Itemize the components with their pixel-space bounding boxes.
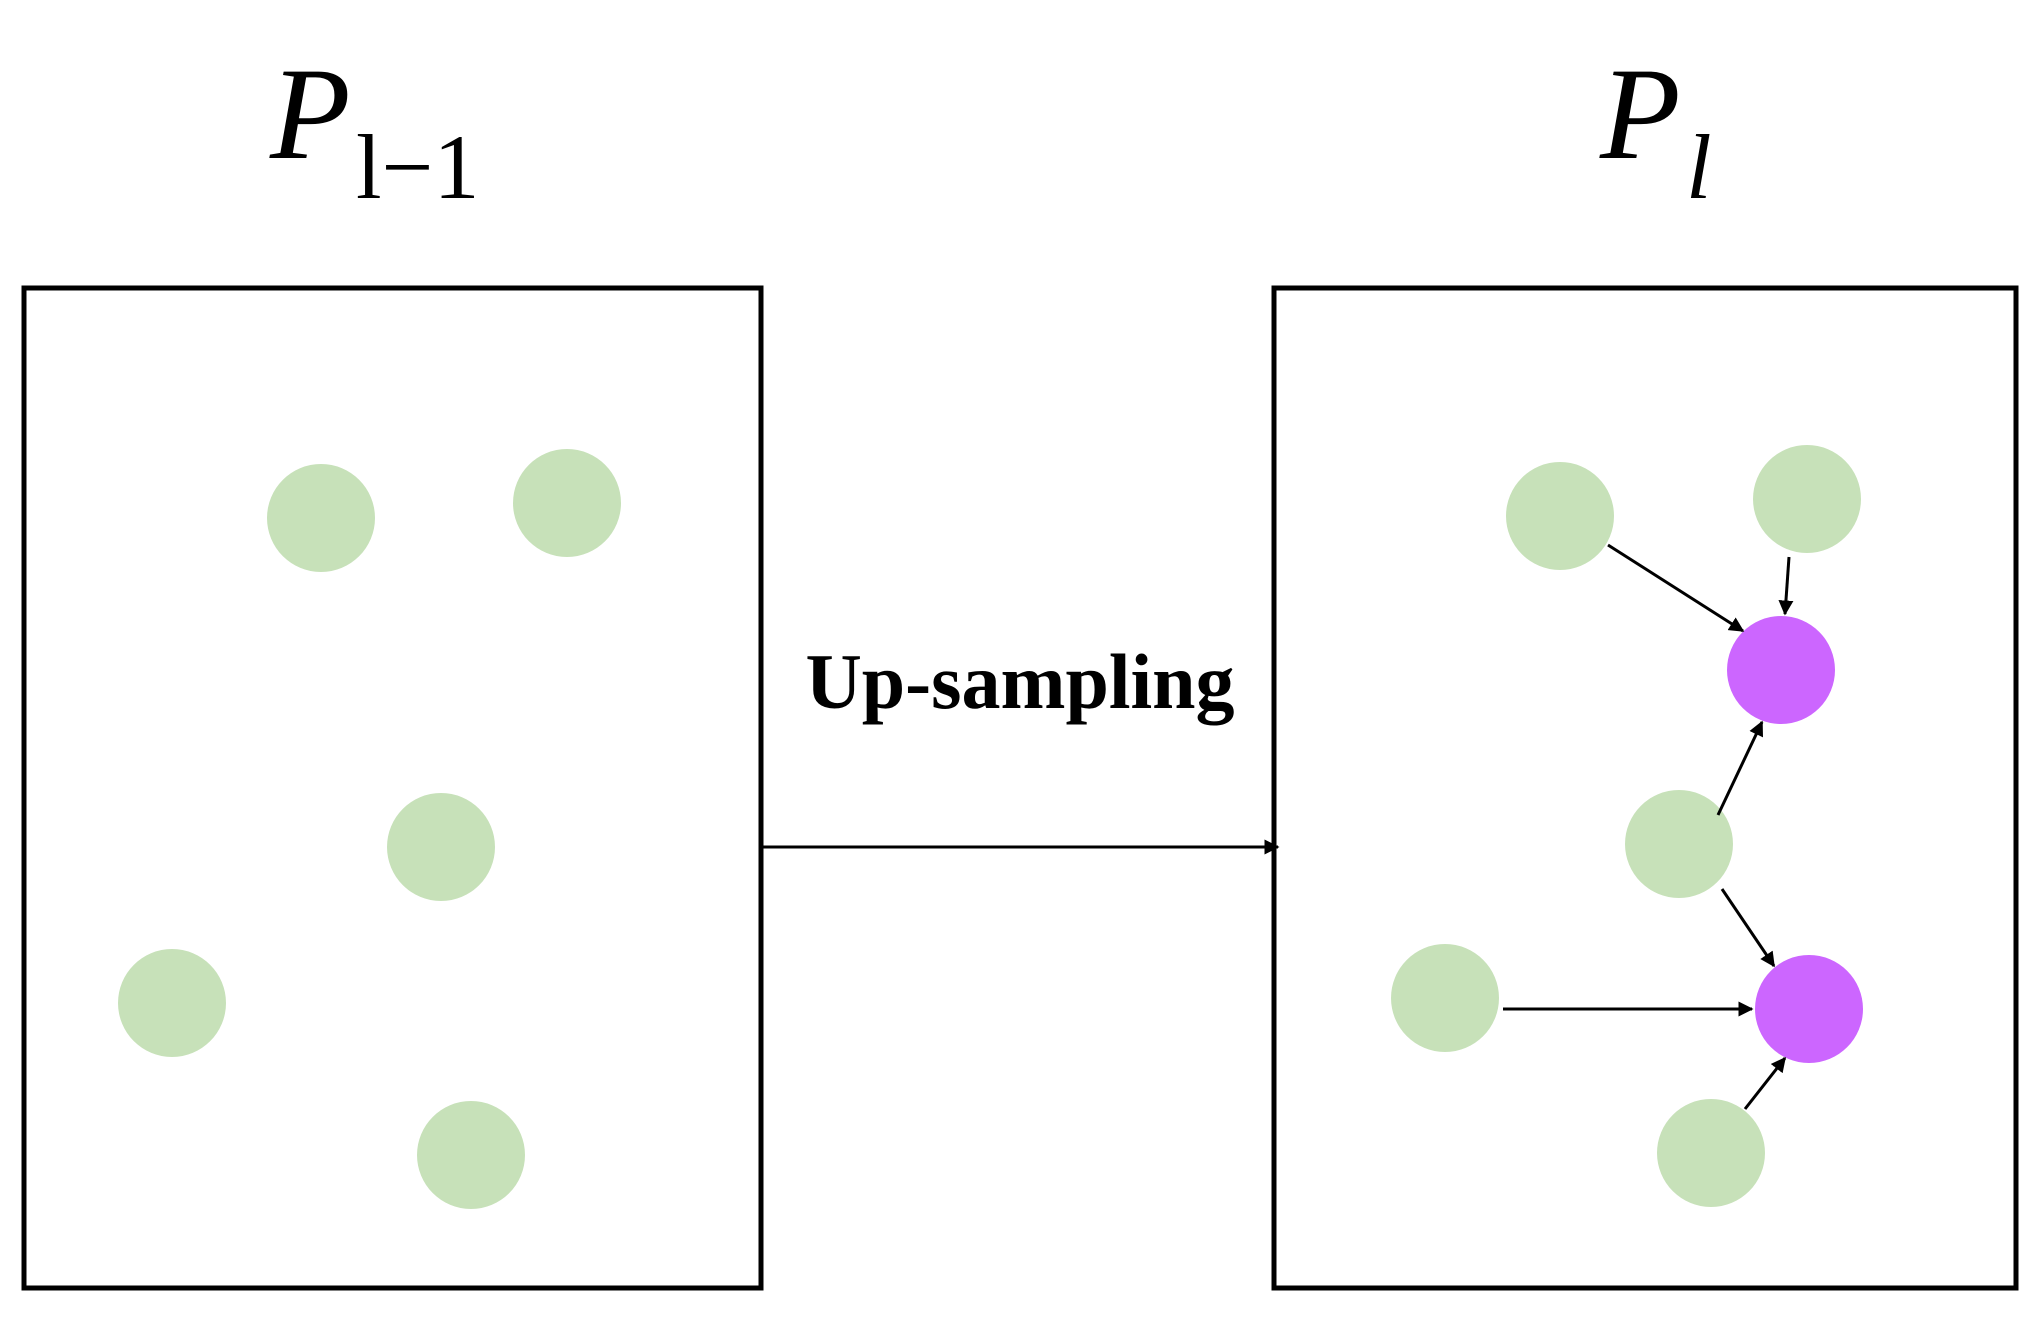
aggregation-arrow (1743, 1056, 1787, 1110)
aggregation-arrow (1720, 888, 1776, 968)
right-panel-frame (1271, 285, 2019, 1291)
right-title-main: P (1599, 40, 1681, 187)
aggregation-arrows (1503, 543, 1794, 1110)
point-node (1391, 944, 1499, 1052)
point-node (118, 949, 226, 1057)
point-node (513, 449, 621, 557)
point-node (1506, 462, 1614, 570)
point-node (1657, 1099, 1765, 1207)
left-panel-frame (21, 285, 764, 1291)
upsampled-point-node (1755, 955, 1863, 1063)
left-title-main: P (269, 40, 351, 187)
point-node (1753, 445, 1861, 553)
upsampling-label: Up-sampling (805, 638, 1234, 725)
aggregation-arrow (1716, 720, 1764, 816)
point-node (387, 793, 495, 901)
right-title-subscript: l (1686, 116, 1712, 218)
upsampled-point-node (1727, 616, 1835, 724)
point-node (417, 1101, 525, 1209)
left-title-subscript: l−1 (356, 116, 479, 218)
aggregation-arrow (1607, 543, 1745, 633)
left-panel-title: P l−1 (269, 40, 479, 218)
right-points (1391, 445, 1863, 1207)
aggregation-arrow (1778, 556, 1794, 616)
point-node (267, 464, 375, 572)
point-node (1625, 790, 1733, 898)
right-panel-title: P l (1599, 40, 1712, 218)
left-points (118, 449, 621, 1209)
upsampling-transition: Up-sampling (761, 638, 1280, 855)
